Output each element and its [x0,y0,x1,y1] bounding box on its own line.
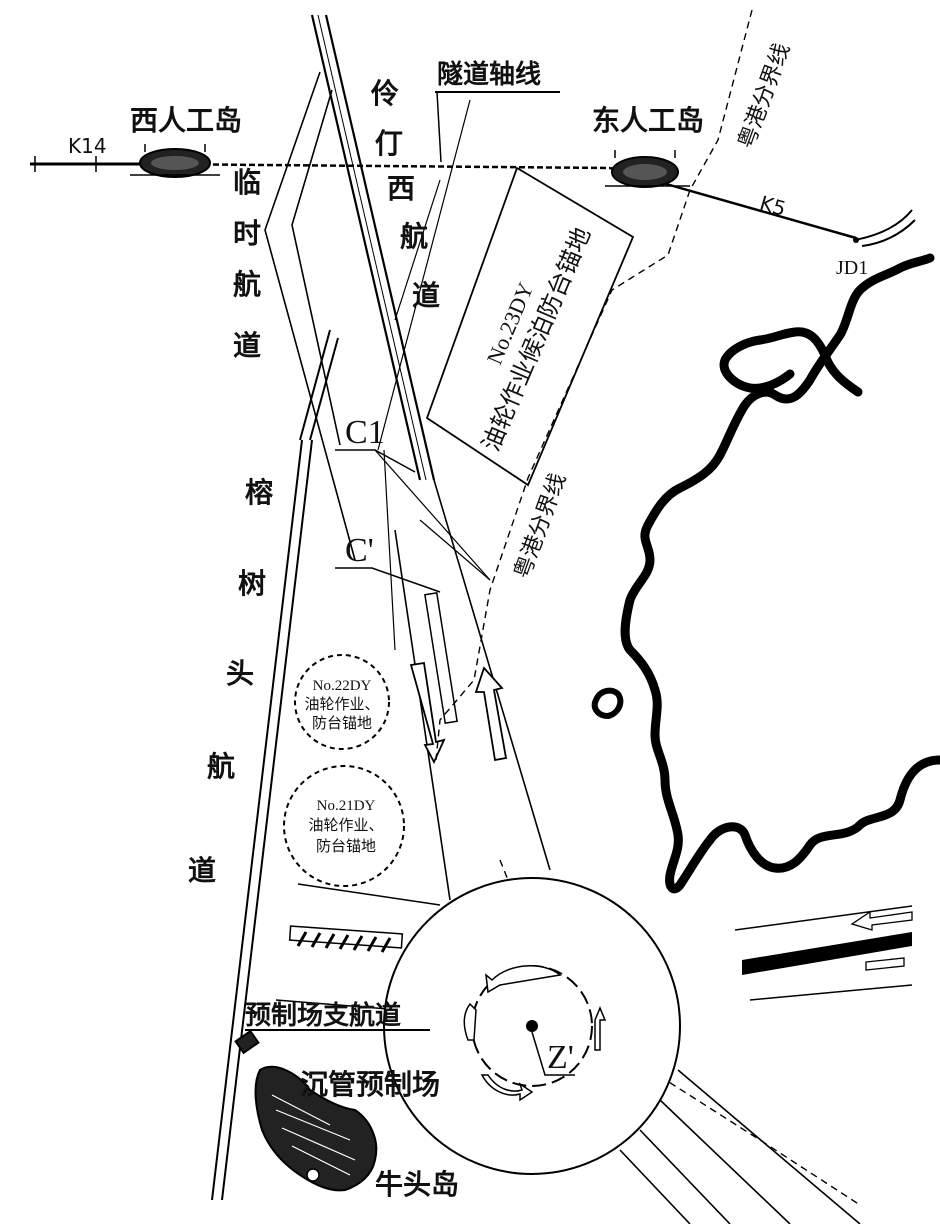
east-island [605,150,690,188]
boundary-line [435,9,753,761]
c1-leader [335,449,416,473]
lingding-channel-line-3 [317,14,427,481]
rongshutou-line-2 [221,439,313,1201]
precast-branch-label: 预制场支航道 [245,1000,401,1031]
z-prime-label: Z' [547,1039,574,1076]
temp-char-2: 时 [233,217,261,250]
turning-arrow-top [485,965,562,994]
turning-arrow-bottom [480,1074,534,1102]
rongshutou-char-2: 树 [238,567,266,600]
anchorage-22-id: No.22DY [313,678,372,694]
temp-channel-west [264,71,356,561]
c1-label: C1 [345,414,385,451]
tunnel-axis-leader-line [436,91,442,163]
temp-char-4: 道 [233,329,261,362]
temp-char-1: 临 [233,166,261,199]
thin-line-east-2 [394,179,441,321]
small-islet [591,687,624,720]
east-island-label: 东人工岛 [592,104,704,137]
arrow-southbound [409,661,446,765]
anchorage-22dy [294,654,390,750]
south-line-2 [275,999,401,1011]
south-line-1 [297,883,441,906]
right-fairway-bar [742,932,912,975]
fairway-right [433,479,551,871]
c-prime-leader [335,567,441,593]
rongshutou-upper-1 [299,329,331,441]
fairway-mid [419,519,491,581]
temp-char-3: 航 [233,268,261,301]
z-prime-leader [531,1031,575,1076]
lingding-char-2: 仃 [375,127,403,160]
niutou-island-label: 牛头岛 [375,1168,459,1201]
niutou-marker [306,1168,320,1182]
c-prime-label: C' [345,532,374,569]
fairway-left [394,529,451,901]
anchorage-23dy [425,166,635,487]
sw-channel-1 [659,1099,791,1224]
coastline-inlet [719,327,863,397]
lingding-channel-line-2 [324,14,436,481]
tunnel-axis-label: 隧道轴线 [437,59,541,90]
rongshutou-char-3: 头 [226,657,254,690]
separation-zone [424,592,458,724]
rongshutou-char-4: 航 [207,750,235,783]
sw-channel-2 [677,1069,861,1224]
thin-line-east-1 [377,99,471,451]
right-arrow-east [865,957,905,971]
right-arrow-west [850,910,913,931]
tunnel-axis-line [149,162,611,170]
precast-yard-label: 沉管预制场 [300,1068,440,1101]
lingding-char-3: 西 [387,172,415,205]
thin-line-east-3 [383,449,396,651]
turning-arrow-right [594,1006,607,1051]
anchorage-21-desc2: 防台锚地 [316,837,376,855]
rongshutou-line-1 [211,439,303,1201]
anchorage-22-desc2: 防台锚地 [312,714,372,732]
boundary-top-label: 粤港分界线 [734,40,795,152]
rongshutou-upper-2 [309,337,339,441]
boundary-mid-label: 粤港分界线 [510,470,571,582]
turning-arrow-left [463,1002,477,1041]
right-fairway-1 [734,905,913,931]
jd1-point [853,237,859,243]
lingding-char-4: 航 [400,220,428,253]
west-island-label: 西人工岛 [130,104,242,137]
sw-channel-4 [639,1129,731,1224]
temp-channel-east [291,89,341,446]
lingding-channel-line-1 [310,14,422,481]
precast-yard-area [234,1029,378,1192]
jd1-label: JD1 [836,257,868,279]
precast-yard-detail [271,1094,356,1176]
z-prime-point [526,1020,538,1032]
anchorage-21dy [283,765,405,887]
rongshutou-char-1: 榕 [245,476,274,509]
rongshutou-char-5: 道 [188,854,216,887]
road-curve-jd1 [854,209,916,247]
hatch-marks [296,931,392,953]
right-fairway-2 [749,984,913,1001]
lingding-char-1: 伶 [370,77,399,110]
km-k14-label: K14 [68,134,107,158]
sw-channel-3 [619,1149,691,1224]
coastline-main [620,253,940,894]
west-island [130,144,220,178]
anchorage-21-desc1: 油轮作业、 [308,816,383,834]
arrow-northbound [474,666,508,762]
anchorage-21-id: No.21DY [317,798,376,814]
anchorage-22-desc1: 油轮作业、 [304,695,379,713]
lingding-char-5: 道 [412,279,440,312]
c1-diag [374,449,491,581]
